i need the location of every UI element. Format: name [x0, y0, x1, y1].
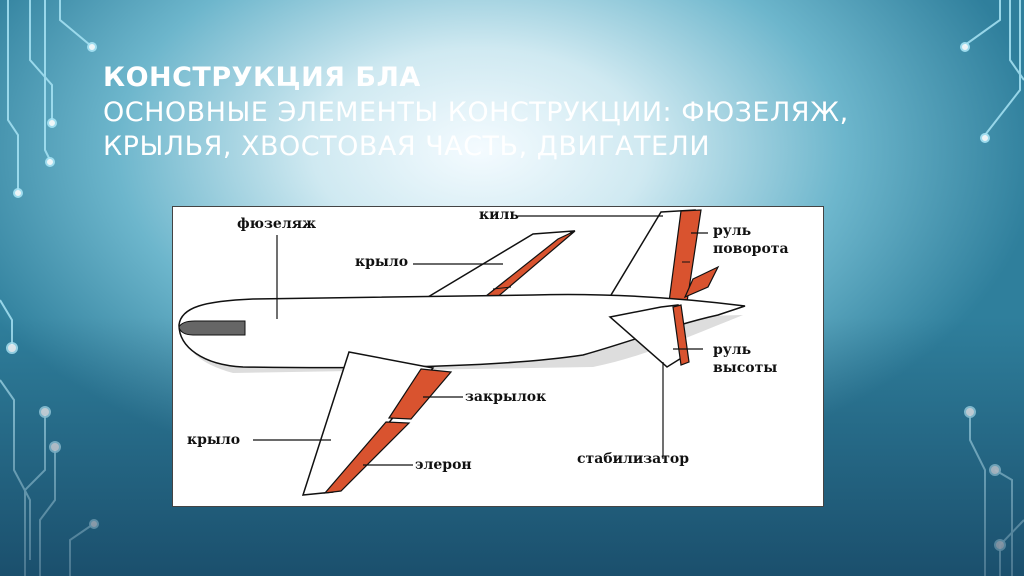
slide-title: КОНСТРУКЦИЯ БЛА [103, 62, 421, 93]
label-fuselage: фюзеляж [237, 216, 317, 232]
aircraft-drawing [178, 209, 746, 496]
label-wing-lower: крыло [187, 432, 241, 448]
label-aileron: элерон [415, 457, 472, 473]
elevator-shape [672, 304, 690, 366]
label-wing-upper: крыло [355, 254, 409, 270]
label-elevator-line2: высоты [713, 360, 778, 376]
label-rudder-line1: руль [713, 223, 752, 239]
label-rudder-line2: поворота [713, 241, 789, 257]
label-elevator-line1: руль [713, 342, 752, 358]
label-fin: киль [479, 207, 519, 223]
near-wing-shape [301, 351, 435, 496]
slide-subtitle: ОСНОВНЫЕ ЭЛЕМЕНТЫ КОНСТРУКЦИИ: ФЮЗЕЛЯЖ, … [103, 97, 849, 162]
aircraft-diagram: фюзеляж крыло киль руль поворота руль вы… [172, 206, 824, 507]
flap-shape [387, 368, 453, 420]
aileron-shape [323, 421, 411, 494]
label-stabilizer: стабилизатор [577, 451, 690, 467]
label-flap: закрылок [465, 389, 547, 405]
cockpit-window [178, 320, 246, 336]
